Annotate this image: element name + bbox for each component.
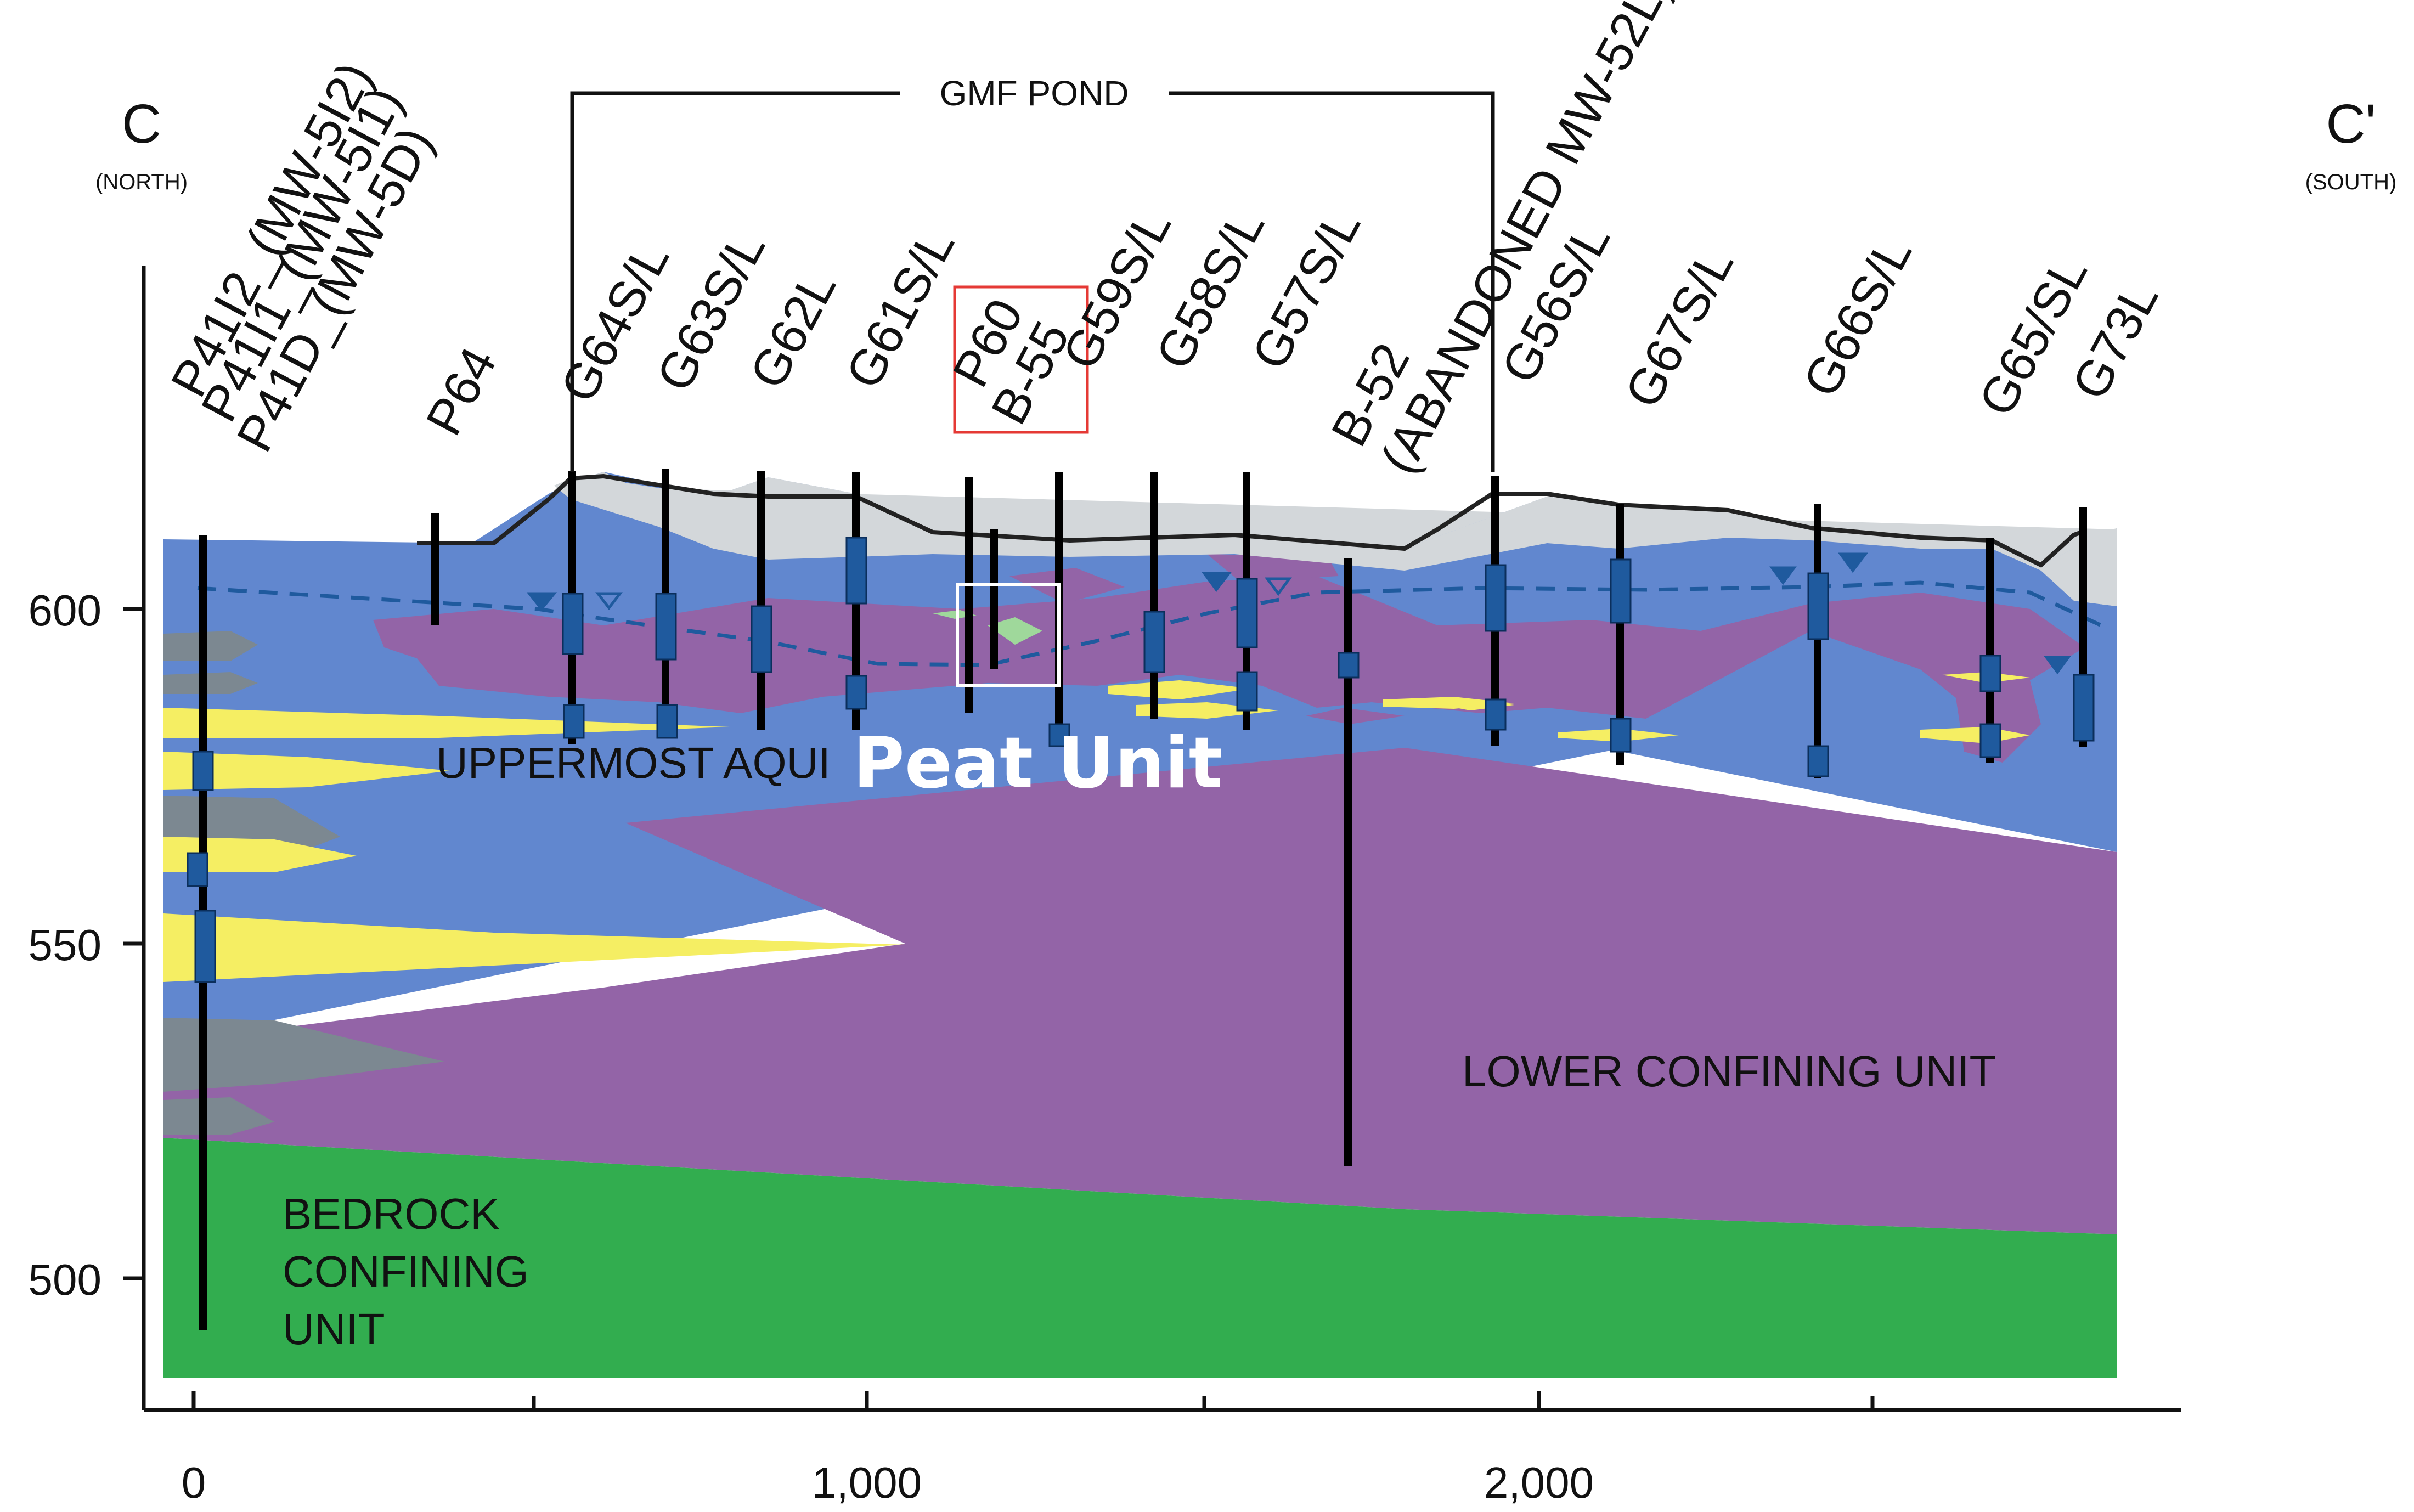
section-start-letter: C: [122, 93, 161, 155]
water-level-marker: [1202, 572, 1232, 593]
bedrock-label-line2: CONFINING: [283, 1247, 529, 1296]
x-tick-label: 2,000: [1484, 1458, 1594, 1507]
y-tick-label: 600: [29, 586, 101, 635]
water-level-marker: [595, 592, 623, 611]
well-screen: [1979, 655, 2001, 692]
sand-lens: [1920, 727, 2030, 743]
bedrock-label-line1: BEDROCK: [283, 1189, 500, 1238]
well-screen: [1048, 723, 1070, 747]
well-screen: [563, 704, 585, 739]
pond-bracket-line: [570, 91, 1495, 472]
well-screen: [1979, 723, 2001, 758]
well-label: (ABANDONED MW-52L): [1370, 0, 1682, 482]
well-label: G65/SL: [1969, 247, 2099, 425]
well-screen: [656, 704, 678, 739]
section-start-direction: (NORTH): [95, 170, 188, 194]
gravel-lens: [163, 631, 258, 661]
upper-confining-lens: [373, 576, 2085, 719]
uppermost-aquifer-label: UPPERMOST AQUI: [436, 738, 831, 787]
axes: [123, 266, 2181, 1412]
well-screen: [845, 675, 867, 710]
gmf-pond-bracket: GMF POND: [570, 74, 1495, 472]
well-label: G64S/L: [550, 234, 680, 411]
well-screen: [1236, 578, 1258, 648]
bedrock-label-line3: UNIT: [283, 1305, 385, 1353]
section-end-direction: (SOUTH): [2305, 170, 2397, 194]
sand-lens: [163, 708, 730, 738]
section-end-letter: C': [2326, 93, 2376, 155]
y-tick-label: 500: [29, 1255, 101, 1304]
well-screen: [1338, 652, 1360, 679]
x-tick-label: 0: [182, 1458, 206, 1507]
well-labels: P41I2_(MW-5I2) P41I1_(MW-5I1) P41D_(MW-5…: [161, 0, 2169, 482]
well-screen: [1143, 611, 1165, 673]
peat-lens: [988, 617, 1042, 645]
confining-pocket: [1009, 568, 1125, 603]
well-screen: [562, 593, 584, 655]
peat-highlight-box: [956, 583, 1061, 687]
well-screen: [1610, 558, 1632, 624]
lower-confining-label: LOWER CONFINING UNIT: [1462, 1047, 1996, 1096]
y-tick-label: 550: [29, 921, 101, 969]
well-screen: [1610, 718, 1632, 753]
well-screen: [751, 605, 772, 673]
pond-label: GMF POND: [940, 74, 1129, 113]
well-screen: [1485, 698, 1507, 731]
well-screen: [192, 751, 214, 791]
well-label: G67S/L: [1615, 239, 1745, 416]
gravel-lens: [163, 1097, 274, 1135]
well-screens: [187, 537, 2095, 983]
peat-unit-callout: Peat Unit: [853, 723, 1222, 804]
sand-lens: [163, 837, 357, 872]
lower-confining-unit: [163, 748, 2117, 1234]
fill-surface-layer: [554, 476, 2117, 603]
well-label: G66S/L: [1793, 228, 1923, 405]
well-screen: [1236, 671, 1258, 712]
ground-surface-line: [417, 473, 2086, 568]
well-screen: [2073, 674, 2095, 742]
water-level-symbols: [526, 552, 2071, 675]
water-level-marker: [2044, 656, 2071, 675]
well-label: P64: [416, 338, 507, 444]
sand-lens: [163, 913, 905, 982]
well-screen: [187, 852, 208, 887]
confining-pocket: [1306, 708, 1405, 724]
sand-lens: [1108, 680, 1251, 699]
well-screen: [845, 537, 867, 605]
water-level-marker: [526, 592, 557, 611]
well-screen: [1807, 572, 1829, 640]
bedrock-confining-unit: [163, 1138, 2117, 1378]
well-screen: [655, 593, 677, 661]
well-screen: [194, 910, 216, 983]
x-tick-label: 1,000: [812, 1458, 922, 1507]
water-level-marker: [1838, 552, 1869, 573]
water-level-marker: [1265, 577, 1292, 596]
gravel-lens: [163, 1018, 444, 1092]
gravel-lens: [163, 672, 258, 694]
sand-lens: [163, 752, 450, 790]
water-level-marker: [1769, 566, 1797, 585]
well-screen: [1807, 745, 1829, 777]
highlight-box-p60-b55: [953, 285, 1089, 434]
well-screen: [1485, 564, 1507, 632]
